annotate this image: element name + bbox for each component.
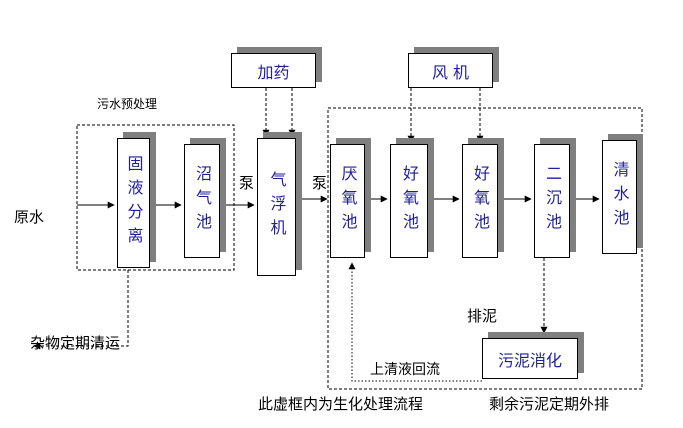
arrow-sundry-cleaning bbox=[33, 270, 129, 350]
dosing-box: 加药 bbox=[231, 53, 316, 88]
flotation-label: 气浮机 bbox=[267, 171, 287, 243]
anaerobic-tank-box: 厌氧池 bbox=[330, 144, 365, 258]
biogas-tank-label: 沼气池 bbox=[193, 165, 212, 237]
blower-label: 风 机 bbox=[431, 62, 470, 82]
anaerobic-tank-label: 厌氧池 bbox=[338, 165, 358, 237]
clear-water-tank-label: 清水池 bbox=[610, 161, 630, 233]
biogas-tank-box: 沼气池 bbox=[184, 144, 220, 258]
sundry-cleaning-label: 杂物定期清运 bbox=[30, 334, 121, 352]
solid-liquid-separator-box: 固液分离 bbox=[117, 138, 150, 268]
clear-water-tank-box: 清水池 bbox=[602, 140, 637, 254]
pretreatment-label: 污水预处理 bbox=[97, 97, 158, 111]
flotation-box: 气浮机 bbox=[257, 138, 296, 276]
raw-water-label: 原水 bbox=[14, 208, 45, 226]
solid-liquid-separator-label: 固液分离 bbox=[124, 155, 144, 251]
excess-sludge-note: 剩余污泥定期外排 bbox=[489, 395, 610, 413]
aerobic-tank-2-box: 好氧池 bbox=[462, 144, 498, 258]
pump-label-2: 泵 bbox=[312, 174, 328, 192]
secondary-settling-tank-label: 二沉池 bbox=[543, 165, 562, 237]
aerobic-tank-1-box: 好氧池 bbox=[390, 144, 428, 258]
pretreatment-frame bbox=[76, 124, 235, 271]
dosing-label: 加药 bbox=[257, 62, 290, 82]
aerobic-tank-1-label: 好氧池 bbox=[400, 165, 419, 237]
supernatant-return-label: 上清液回流 bbox=[370, 362, 440, 378]
biochem-process-note: 此虚框内为生化处理流程 bbox=[258, 395, 424, 413]
sludge-discharge-label: 排泥 bbox=[467, 307, 498, 325]
aerobic-tank-2-label: 好氧池 bbox=[471, 165, 490, 237]
secondary-settling-tank-box: 二沉池 bbox=[534, 144, 570, 258]
pump-label-1: 泵 bbox=[239, 174, 255, 192]
blower-box: 风 机 bbox=[408, 53, 493, 88]
sludge-digestion-label: 污泥消化 bbox=[497, 350, 562, 370]
sludge-digestion-box: 污泥消化 bbox=[482, 338, 578, 379]
arrow-supernatant-return bbox=[348, 262, 482, 382]
biochem-frame bbox=[327, 107, 643, 390]
